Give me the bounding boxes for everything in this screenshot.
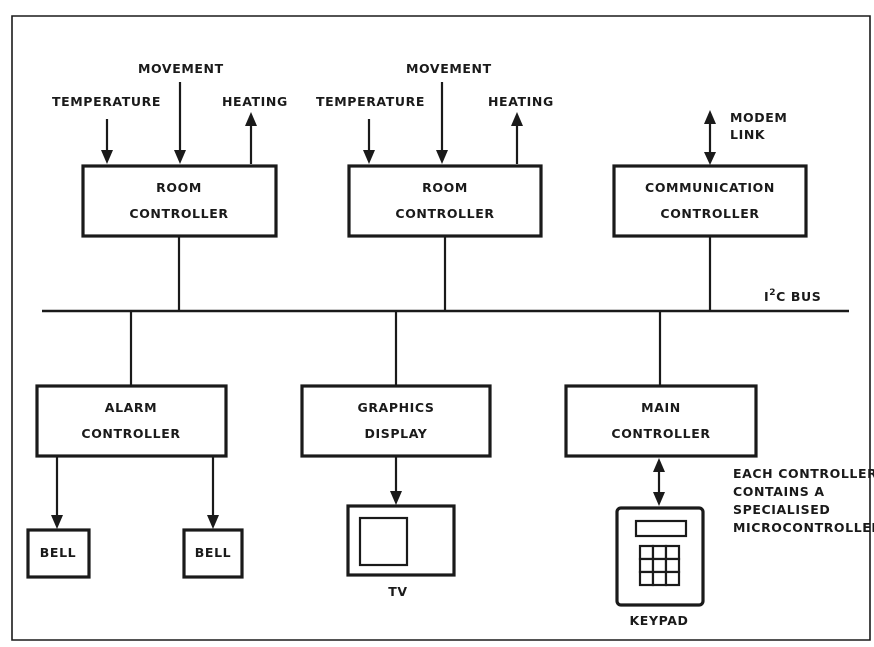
- keypad-display: [634, 519, 688, 538]
- bell-1-box: [26, 528, 91, 579]
- main-to-keypad-arrow-up: [653, 458, 665, 472]
- movement-input-arrow-2: [436, 150, 448, 164]
- temperature-input-arrow-1: [101, 150, 113, 164]
- temperature-label-1: TEMPERATURE: [52, 94, 161, 109]
- heating-output-arrow-1: [245, 112, 257, 126]
- bell-1-label: BELL: [40, 545, 76, 560]
- room-controller-1-line2: CONTROLLER: [129, 206, 228, 221]
- keypad-button: [651, 544, 668, 561]
- heating-output-arrow-2: [511, 112, 523, 126]
- keypad-button: [664, 557, 681, 574]
- keypad-button: [638, 570, 655, 587]
- note-line-1: EACH CONTROLLER: [733, 466, 874, 481]
- graphics-display-line1: GRAPHICS: [357, 400, 434, 415]
- tv-screen: [358, 516, 409, 567]
- keypad-button: [651, 570, 668, 587]
- i2c-bus-label-suffix: C BUS: [776, 289, 821, 304]
- keypad-button: [638, 557, 655, 574]
- alarm-to-bell-2-arrow: [207, 515, 219, 529]
- movement-input-arrow-1: [174, 150, 186, 164]
- communication-controller-line1: COMMUNICATION: [645, 180, 775, 195]
- room-controller-2-line1: ROOM: [422, 180, 468, 195]
- alarm-controller-line2: CONTROLLER: [81, 426, 180, 441]
- communication-controller-box: [612, 164, 808, 238]
- main-controller-box: [564, 384, 758, 458]
- note-line-3: SPECIALISED: [733, 502, 830, 517]
- room-controller-2-line2: CONTROLLER: [395, 206, 494, 221]
- main-to-keypad-arrow-down: [653, 492, 665, 506]
- temperature-input-arrow-2: [363, 150, 375, 164]
- bell-2-label: BELL: [195, 545, 231, 560]
- keypad-button: [664, 570, 681, 587]
- i2c-bus-label-prefix: I: [764, 289, 769, 304]
- room-controller-1-box: [81, 164, 278, 238]
- alarm-controller-line1: ALARM: [105, 400, 157, 415]
- modem-link-arrow-down: [704, 152, 716, 165]
- tv-label: TV: [388, 584, 407, 599]
- note-line-4: MICROCONTROLLER: [733, 520, 874, 535]
- heating-label-2: HEATING: [488, 94, 554, 109]
- i2c-bus-label: I2C BUS: [764, 288, 821, 304]
- bell-2-box: [182, 528, 244, 579]
- graphics-display-box: [300, 384, 492, 458]
- modem-link-label-line2: LINK: [730, 127, 766, 142]
- keypad-button: [638, 544, 655, 561]
- modem-link-label-line1: MODEM: [730, 110, 787, 125]
- keypad-label: KEYPAD: [630, 613, 689, 628]
- graphics-display-line2: DISPLAY: [365, 426, 428, 441]
- room-controller-2-box: [347, 164, 543, 238]
- alarm-controller-box: [35, 384, 228, 458]
- keypad-button: [651, 557, 668, 574]
- main-controller-line1: MAIN: [641, 400, 681, 415]
- communication-controller-line2: CONTROLLER: [660, 206, 759, 221]
- note-line-2: CONTAINS A: [733, 484, 825, 499]
- movement-label-1: MOVEMENT: [138, 61, 224, 76]
- movement-label-2: MOVEMENT: [406, 61, 492, 76]
- temperature-label-2: TEMPERATURE: [316, 94, 425, 109]
- modem-link-arrow-up: [704, 110, 716, 124]
- keypad-button: [664, 544, 681, 561]
- diagram-frame: [11, 15, 871, 641]
- keypad-buttons: [638, 544, 681, 587]
- heating-label-1: HEATING: [222, 94, 288, 109]
- i2c-bus-label-superscript: 2: [769, 288, 776, 298]
- graphics-to-tv-arrow: [390, 491, 402, 505]
- alarm-to-bell-1-arrow: [51, 515, 63, 529]
- room-controller-1-line1: ROOM: [156, 180, 202, 195]
- main-controller-line2: CONTROLLER: [611, 426, 710, 441]
